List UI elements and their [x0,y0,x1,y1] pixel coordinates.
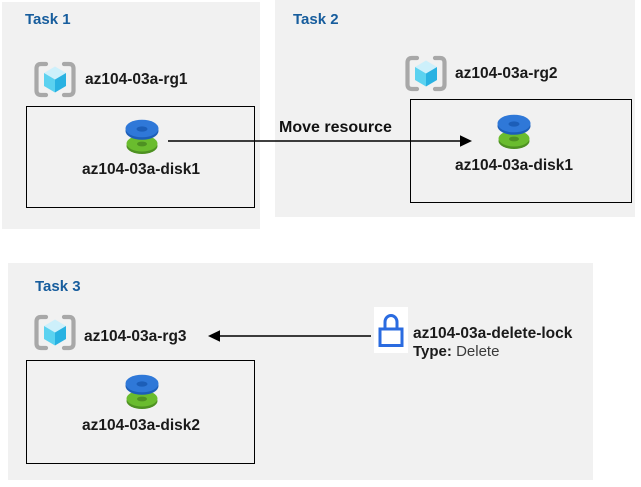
task3-resource-box [26,360,255,464]
move-resource-label: Move resource [279,119,392,136]
task2-disk-label: az104-03a-disk1 [454,157,574,174]
task1-disk-label: az104-03a-disk1 [81,161,201,178]
delete-lock-name: az104-03a-delete-lock [413,325,573,342]
task2-title: Task 2 [293,11,339,28]
task1-panel: Task 1 [2,2,260,229]
task3-panel: Task 3 [8,263,593,480]
managed-disk-icon [497,114,531,149]
task1-title: Task 1 [25,11,71,28]
lock-plate [374,307,408,353]
managed-disk-icon [125,374,159,409]
lock-icon [378,314,404,347]
resource-group-icon [34,61,76,98]
task1-resource-box [26,106,255,208]
managed-disk-icon [125,119,159,154]
resource-group-icon [34,314,76,351]
task3-resource-group-label: az104-03a-rg3 [84,328,187,345]
task2-resource-group-label: az104-03a-rg2 [455,65,558,82]
delete-lock-type-line: Type: Delete [413,343,499,360]
task3-title: Task 3 [35,278,81,295]
task3-disk-label: az104-03a-disk2 [81,417,201,434]
delete-lock-type-label: Type: [413,343,452,360]
task2-resource-box [410,99,632,203]
delete-lock-type-value: Delete [456,343,500,360]
task2-panel: Task 2 [275,0,635,217]
resource-group-icon [405,55,447,92]
task1-resource-group-label: az104-03a-rg1 [85,71,188,88]
